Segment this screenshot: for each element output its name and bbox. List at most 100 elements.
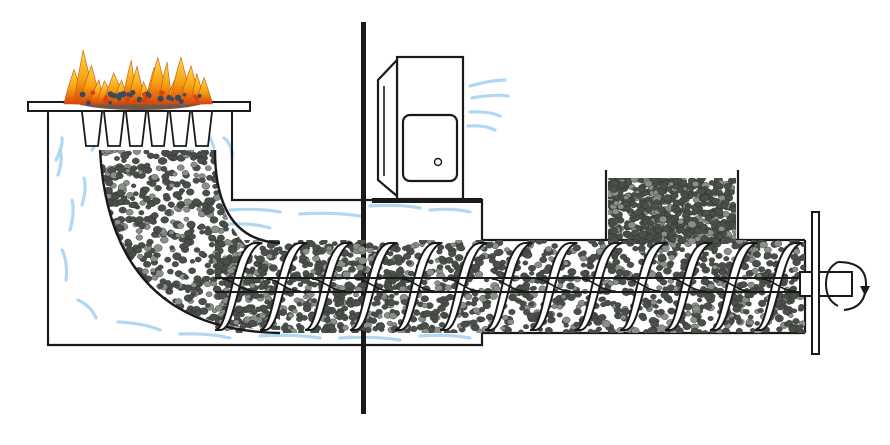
- pellet: [238, 312, 245, 318]
- burning-pellet: [194, 99, 200, 105]
- burning-pellet: [157, 95, 164, 102]
- pellet: [208, 234, 215, 241]
- pellet: [100, 248, 105, 256]
- pellet: [464, 293, 473, 300]
- pellet: [100, 275, 109, 282]
- pellet: [128, 306, 134, 311]
- pellet: [562, 329, 570, 333]
- pellet: [692, 180, 700, 187]
- pellet: [448, 268, 454, 273]
- pellet: [246, 155, 252, 161]
- pellet: [160, 236, 169, 244]
- pellet: [100, 281, 109, 289]
- pellet: [100, 323, 101, 330]
- pellet: [448, 250, 457, 258]
- burning-pellet: [136, 96, 143, 103]
- pellet: [178, 313, 184, 319]
- pellet: [181, 322, 188, 328]
- pellet: [728, 213, 736, 220]
- pellet: [678, 236, 687, 244]
- pellet: [268, 183, 278, 191]
- pellet: [123, 329, 131, 330]
- pellet: [111, 150, 118, 153]
- pellet: [341, 324, 349, 331]
- pellet: [248, 319, 257, 327]
- pellet: [701, 330, 709, 333]
- pellet: [210, 225, 220, 234]
- pellet: [250, 309, 258, 316]
- pellet: [109, 271, 117, 278]
- pellet: [751, 268, 759, 274]
- pellet: [109, 254, 116, 260]
- pellet: [310, 269, 317, 275]
- pellet: [155, 312, 164, 320]
- pellet: [232, 319, 240, 325]
- pellet: [336, 311, 343, 317]
- pellet: [500, 326, 506, 331]
- airflow-streak: [228, 207, 282, 214]
- pellet: [245, 191, 253, 199]
- pellet: [100, 209, 108, 217]
- pellet: [210, 280, 218, 287]
- pellet: [619, 253, 628, 260]
- pellet: [118, 295, 127, 302]
- pellet: [177, 190, 184, 196]
- pellet: [115, 250, 124, 257]
- pellet: [153, 298, 163, 306]
- pellet: [655, 271, 663, 277]
- pellet: [233, 174, 243, 183]
- pellet: [677, 218, 685, 225]
- pellet: [100, 301, 101, 308]
- pellet: [644, 196, 652, 203]
- pellet-hopper: [604, 170, 740, 240]
- pellet: [143, 260, 152, 268]
- pellet: [146, 308, 152, 313]
- pellet: [296, 302, 303, 307]
- pellet: [612, 258, 621, 266]
- pellet: [244, 240, 250, 244]
- pellet: [202, 189, 211, 197]
- pellet: [390, 279, 396, 285]
- pellet: [684, 205, 691, 211]
- pellet: [302, 248, 310, 255]
- hopper-pellets: [608, 178, 736, 244]
- pellet: [567, 268, 577, 276]
- pellet: [295, 323, 302, 328]
- pellet: [155, 321, 164, 328]
- pellet: [245, 226, 251, 232]
- pellet: [272, 185, 278, 190]
- pellet: [100, 275, 101, 281]
- pellet: [455, 240, 463, 245]
- auger-twist: [626, 278, 661, 292]
- pellet: [298, 329, 305, 333]
- pellet: [492, 285, 501, 292]
- pellet: [434, 284, 443, 292]
- pellet: [105, 325, 114, 330]
- pellet: [245, 188, 255, 197]
- pellet: [275, 159, 280, 165]
- pellet: [616, 247, 623, 254]
- pellet: [233, 165, 240, 171]
- pellet: [703, 302, 713, 310]
- pellet: [100, 325, 108, 330]
- pellet: [372, 245, 379, 251]
- pellet: [100, 247, 107, 253]
- pellet: [719, 269, 726, 276]
- pellet: [174, 298, 183, 305]
- pellet: [269, 181, 277, 188]
- pellet: [792, 258, 801, 266]
- pellet: [692, 196, 700, 203]
- pellet: [233, 184, 242, 192]
- pellet: [160, 166, 168, 172]
- pellet: [596, 326, 602, 332]
- pellet: [126, 303, 135, 311]
- auger-screw: [214, 242, 803, 331]
- pellet: [519, 305, 525, 311]
- pellet: [591, 241, 598, 248]
- burning-pellet: [90, 90, 96, 96]
- pellet: [186, 188, 195, 196]
- pellet: [283, 230, 289, 235]
- pellet: [260, 202, 268, 209]
- pellet: [730, 201, 736, 207]
- pellet: [105, 324, 114, 330]
